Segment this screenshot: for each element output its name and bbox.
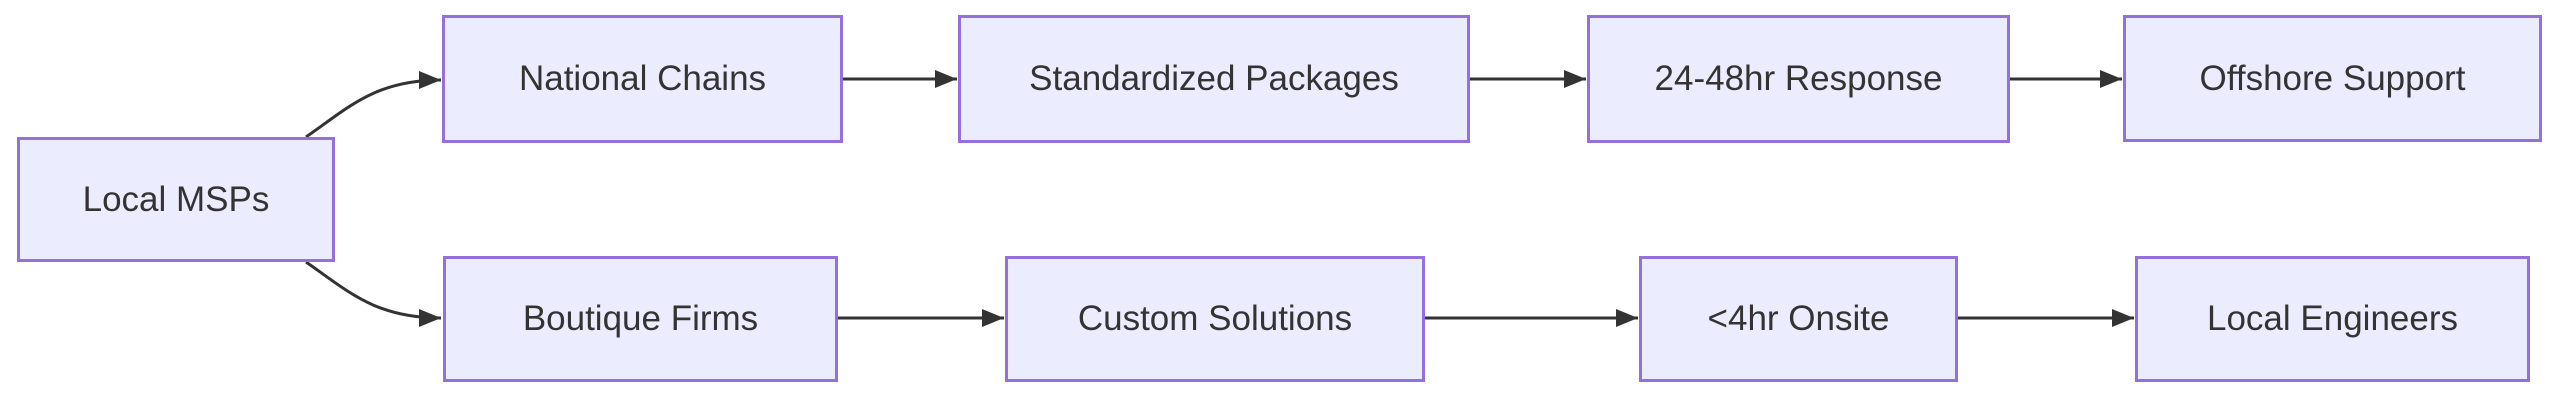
node-standardized-packages: Standardized Packages: [958, 15, 1470, 143]
node-label: Local MSPs: [82, 179, 270, 219]
node-label: Standardized Packages: [1029, 59, 1399, 98]
node-custom-solutions: Custom Solutions: [1005, 256, 1425, 382]
node-label: <4hr Onsite: [1707, 299, 1890, 338]
node-national-chains: National Chains: [442, 15, 843, 143]
node-4hr-onsite: <4hr Onsite: [1639, 256, 1958, 382]
node-label: Boutique Firms: [522, 299, 759, 338]
node-local-engineers: Local Engineers: [2135, 256, 2530, 382]
node-boutique-firms: Boutique Firms: [443, 256, 838, 382]
edge-local-msps-to-national-chains: [305, 71, 442, 139]
node-offshore-support: Offshore Support: [2123, 15, 2542, 142]
node-label: 24-48hr Response: [1654, 59, 1943, 98]
node-label: Offshore Support: [2199, 58, 2466, 98]
node-label: Custom Solutions: [1077, 299, 1353, 338]
edge-local-msps-to-boutique-firms: [305, 260, 442, 327]
node-24-48hr-response: 24-48hr Response: [1587, 15, 2010, 143]
node-local-msps: Local MSPs: [17, 137, 335, 262]
node-label: Local Engineers: [2207, 299, 2458, 338]
node-label: National Chains: [518, 59, 767, 98]
